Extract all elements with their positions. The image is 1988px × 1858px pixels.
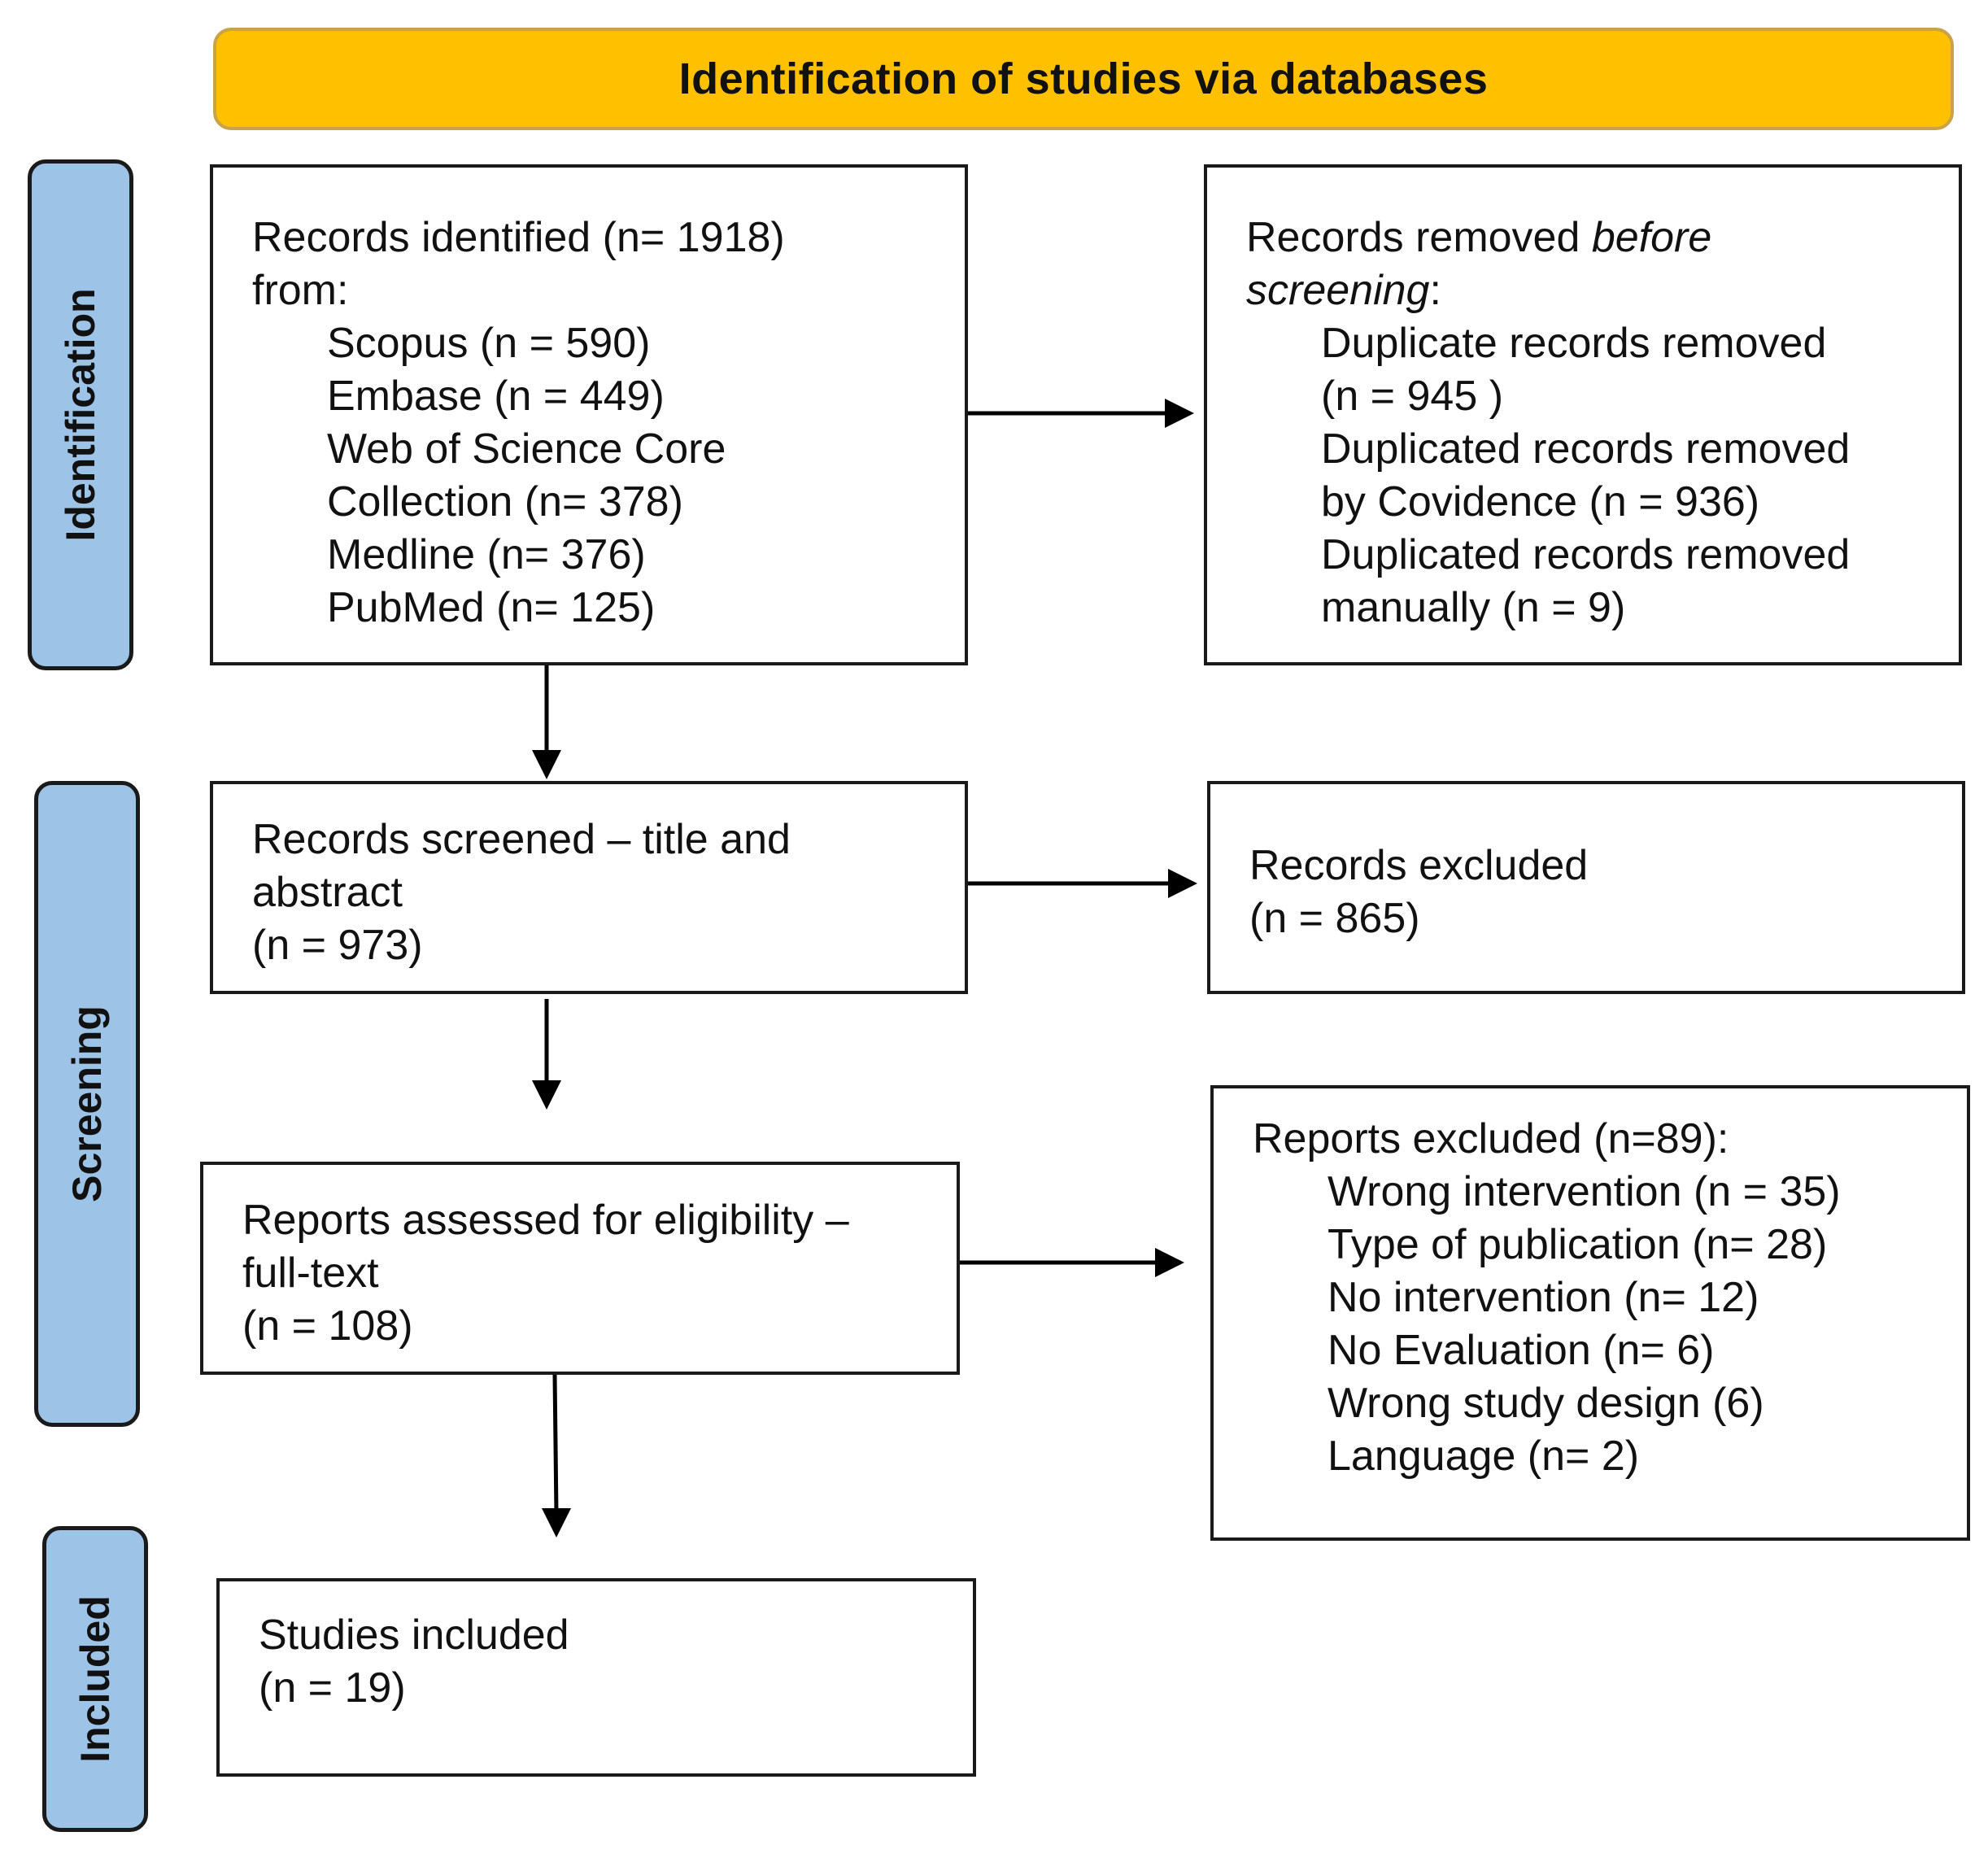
- removed-item: Duplicated records removed: [1321, 425, 1851, 473]
- exclusion-reason: Type of publication (n= 28): [1328, 1221, 1828, 1268]
- records-removed-title-cont: screening:: [1246, 264, 1942, 317]
- arrowhead-screened-to-excluded: [1168, 869, 1197, 898]
- removed-item: Duplicate records removed: [1321, 320, 1827, 367]
- records-excluded-line: (n = 865): [1249, 895, 1420, 942]
- removed-item: (n = 945 ): [1321, 373, 1504, 420]
- records-excluded-line: Records excluded: [1249, 842, 1589, 889]
- reports-excluded-title: Reports excluded (n=89):: [1253, 1115, 1729, 1162]
- source-item: Scopus (n = 590): [327, 320, 651, 367]
- stage-label-screening: Screening: [64, 1005, 110, 1202]
- source-item: Embase (n = 449): [327, 373, 665, 420]
- exclusion-reason: Wrong intervention (n = 35): [1328, 1168, 1841, 1215]
- records-screened-line: Records screened – title and: [252, 816, 791, 863]
- reports-assessed-box: Reports assessed for eligibility – full-…: [200, 1162, 960, 1375]
- arrow-assessed-to-included: [552, 1374, 559, 1516]
- exclusion-reason: No intervention (n= 12): [1328, 1274, 1759, 1321]
- records-identified-title: Records identified (n= 1918): [252, 214, 785, 261]
- reports-assessed-line: (n = 108): [242, 1302, 413, 1350]
- source-item: Collection (n= 378): [327, 478, 683, 526]
- records-screened-line: abstract: [252, 869, 403, 916]
- stage-screening: Screening: [34, 781, 140, 1427]
- stage-label-included: Included: [72, 1595, 118, 1763]
- studies-included-line: Studies included: [259, 1612, 569, 1659]
- exclusion-reason: Language (n= 2): [1328, 1433, 1640, 1480]
- records-screened-box: Records screened – title and abstract (n…: [210, 781, 968, 994]
- records-excluded-box: Records excluded (n = 865): [1207, 781, 1965, 994]
- arrowhead-assessed-to-reports-excluded: [1155, 1248, 1184, 1277]
- records-removed-title-emphasis: before: [1591, 214, 1712, 261]
- arrowhead-assessed-to-included: [542, 1508, 571, 1537]
- records-screened-line: (n = 973): [252, 922, 423, 969]
- reports-excluded-box: Reports excluded (n=89): Wrong intervent…: [1210, 1085, 1970, 1541]
- studies-included-line: (n = 19): [259, 1664, 406, 1712]
- exclusion-reason: Wrong study design (6): [1328, 1380, 1764, 1427]
- records-removed-box: Records removed before screening: Duplic…: [1204, 164, 1962, 665]
- stage-identification: Identification: [28, 159, 133, 670]
- records-identified-from: from:: [252, 267, 349, 314]
- reports-assessed-line: Reports assessed for eligibility –: [242, 1197, 849, 1244]
- records-removed-title: Records removed before: [1246, 212, 1942, 264]
- exclusion-reason: No Evaluation (n= 6): [1328, 1327, 1715, 1374]
- source-item: Web of Science Core: [327, 425, 726, 473]
- header-title: Identification of studies via databases: [678, 55, 1489, 103]
- records-removed-title-emphasis2: screening: [1246, 267, 1430, 314]
- records-removed-title-start: Records removed: [1246, 214, 1592, 261]
- stage-label-identification: Identification: [58, 288, 103, 542]
- removed-item: Duplicated records removed: [1321, 531, 1851, 578]
- reports-assessed-line: full-text: [242, 1250, 379, 1297]
- arrowhead-identified-to-screened: [532, 750, 561, 779]
- records-identified-box: Records identified (n= 1918) from: Scopu…: [210, 164, 968, 665]
- header-banner: Identification of studies via databases: [213, 28, 1954, 130]
- removed-item: by Covidence (n = 936): [1321, 478, 1760, 526]
- source-item: Medline (n= 376): [327, 531, 646, 578]
- source-item: PubMed (n= 125): [327, 584, 656, 631]
- records-removed-title-colon: :: [1429, 267, 1441, 314]
- removed-item: manually (n = 9): [1321, 584, 1626, 631]
- stage-included: Included: [42, 1526, 148, 1832]
- studies-included-box: Studies included (n = 19): [216, 1578, 976, 1777]
- arrowhead-identified-to-removed: [1165, 399, 1194, 428]
- arrowhead-screened-to-assessed: [532, 1080, 561, 1110]
